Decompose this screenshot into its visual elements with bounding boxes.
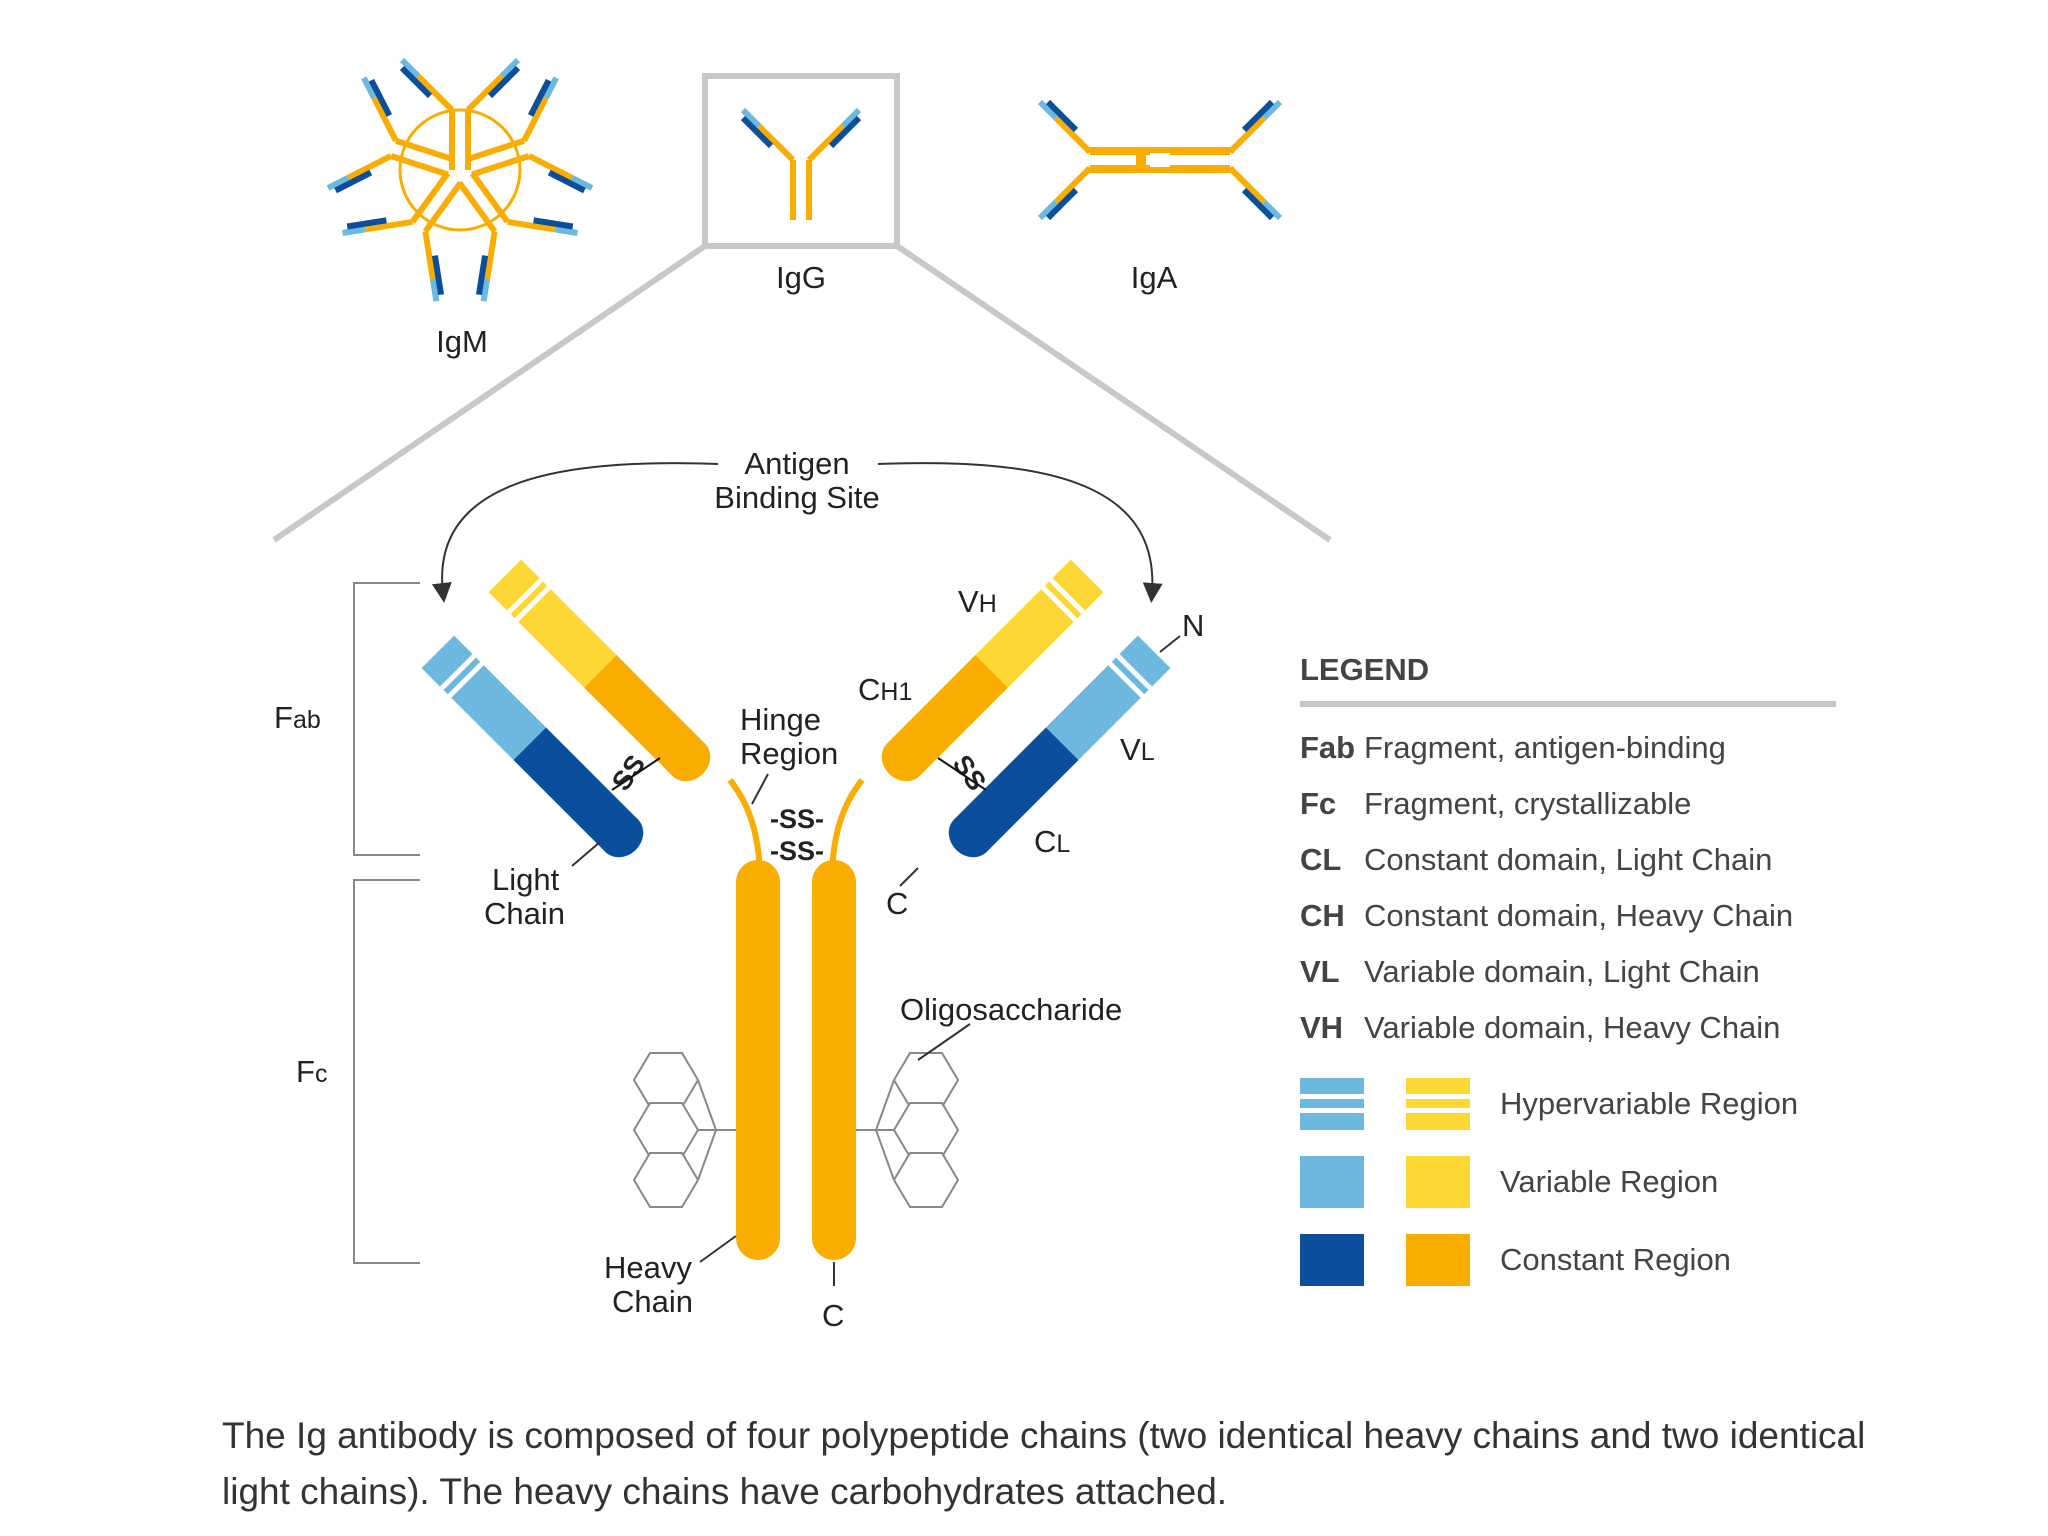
light-swatch	[1300, 1234, 1364, 1286]
igm-pentamer-icon	[328, 60, 592, 301]
zoom-line-left	[272, 243, 707, 543]
fc-bracket	[353, 879, 420, 1264]
legend-abbr: CH	[1300, 898, 1345, 933]
oligosaccharide-label: Oligosaccharide	[900, 992, 1122, 1027]
legend-description: Constant domain, Light Chain	[1364, 842, 1772, 877]
light-swatch	[1300, 1156, 1364, 1208]
cl-label: CL	[1034, 824, 1070, 859]
heavy-swatch	[1406, 1234, 1470, 1286]
heavy-chain-stem-right	[812, 860, 856, 1260]
legend-description: Fragment, crystallizable	[1364, 786, 1691, 821]
antigen-binding-line2: Binding Site	[714, 480, 879, 515]
fab-bracket	[353, 582, 420, 856]
hinge-label-line2: Region	[740, 736, 838, 771]
igm-label: IgM	[436, 324, 488, 359]
legend-abbr: CL	[1300, 842, 1341, 877]
vl-label: VL	[1120, 732, 1155, 767]
heavy-swatch	[1406, 1156, 1470, 1208]
legend-description: Variable domain, Light Chain	[1364, 954, 1760, 989]
legend-abbr: VH	[1300, 1010, 1343, 1045]
legend-abbr: Fab	[1300, 730, 1355, 765]
vh-label: VH	[958, 584, 997, 619]
heavy-swatch	[1406, 1078, 1470, 1130]
hinge-disulfide-top: -SS-	[770, 804, 824, 834]
hinge-label-line1: Hinge	[740, 702, 821, 737]
igg-selection-box	[702, 73, 900, 249]
figure-caption: The Ig antibody is composed of four poly…	[222, 1415, 1866, 1512]
oligosaccharide-right	[856, 1052, 959, 1208]
legend-abbr: VL	[1300, 954, 1340, 989]
hinge-disulfide-bottom: -SS-	[770, 836, 824, 866]
ch1-label: CH1	[858, 672, 912, 707]
fc-label: Fc	[296, 1054, 327, 1089]
iga-dimer-icon	[1040, 102, 1280, 218]
heavy-chain-arm-left	[488, 559, 711, 782]
legend-description: Variable domain, Heavy Chain	[1364, 1010, 1780, 1045]
igg-label: IgG	[776, 260, 826, 295]
light-chain-label-line2: Chain	[484, 896, 565, 931]
igg-icon	[743, 110, 859, 220]
iga-label: IgA	[1131, 260, 1178, 295]
legend-swatch-label: Variable Region	[1500, 1164, 1718, 1199]
antigen-arrow-left	[431, 462, 719, 603]
legend-description: Constant domain, Heavy Chain	[1364, 898, 1793, 933]
antigen-binding-line1: Antigen	[744, 446, 849, 481]
n-terminus-label: N	[1182, 608, 1204, 643]
hinge-connector-right	[829, 778, 865, 871]
antigen-arrow-right	[877, 462, 1163, 603]
legend-swatch-label: Hypervariable Region	[1500, 1086, 1798, 1121]
heavy-chain-stem-left	[736, 860, 780, 1260]
zoom-line-right	[895, 243, 1332, 543]
light-chain-right	[948, 635, 1171, 858]
c-terminus-light-label: C	[886, 886, 908, 921]
c-terminus-heavy-label: C	[822, 1298, 844, 1333]
oligosaccharide-left	[633, 1052, 736, 1208]
legend-abbr: Fc	[1300, 786, 1336, 821]
legend-swatch-label: Constant Region	[1500, 1242, 1731, 1277]
hinge-connector-left	[727, 778, 763, 871]
heavy-chain-label-line2: Chain	[612, 1284, 693, 1319]
fab-label: Fab	[274, 700, 321, 735]
heavy-chain-arm-right	[881, 559, 1104, 782]
light-swatch	[1300, 1078, 1364, 1130]
heavy-chain-label-line1: Heavy	[604, 1250, 692, 1285]
light-chain-left	[421, 635, 644, 858]
legend-description: Fragment, antigen-binding	[1364, 730, 1726, 765]
legend-title: LEGEND	[1300, 652, 1429, 687]
light-chain-label-line1: Light	[492, 862, 560, 897]
